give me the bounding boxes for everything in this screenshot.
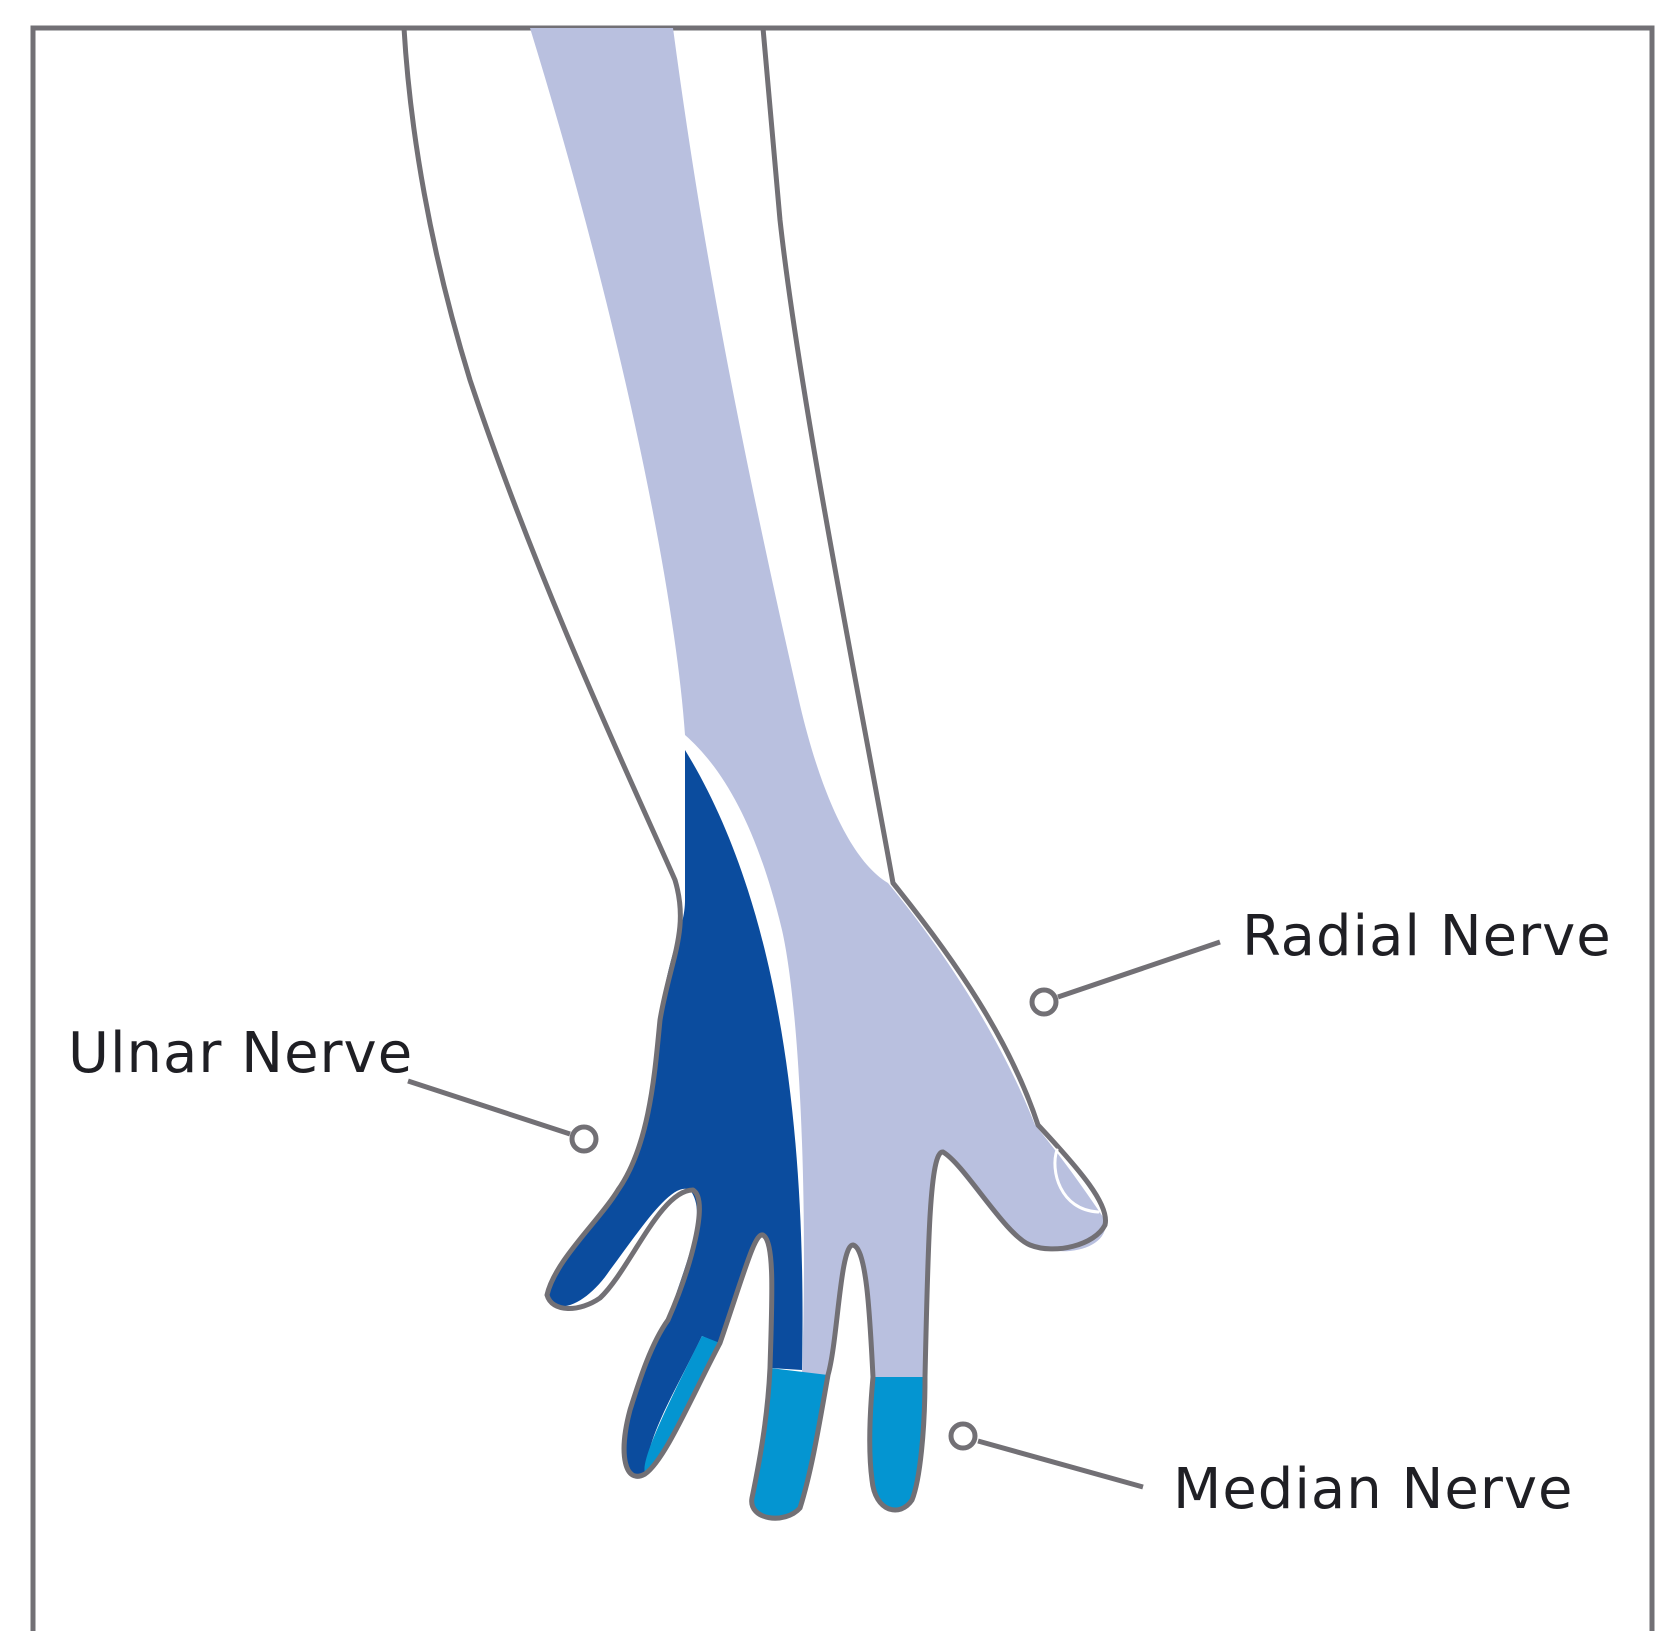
ulnar-nerve-label: Ulnar Nerve <box>68 1021 413 1086</box>
median-marker <box>951 1424 975 1448</box>
ulnar-leader-line <box>408 1081 570 1134</box>
radial-marker <box>1032 990 1056 1014</box>
ulnar-marker <box>572 1127 596 1151</box>
ulnar-nerve-callout: Ulnar Nerve <box>68 1021 596 1151</box>
median-leader-line <box>978 1441 1143 1487</box>
median-nerve-label: Median Nerve <box>1173 1457 1573 1522</box>
radial-leader-line <box>1058 942 1220 997</box>
radial-nerve-region <box>530 28 1105 1378</box>
radial-nerve-callout: Radial Nerve <box>1032 904 1612 1014</box>
radial-nerve-label: Radial Nerve <box>1242 904 1612 969</box>
median-nerve-callout: Median Nerve <box>951 1424 1573 1522</box>
